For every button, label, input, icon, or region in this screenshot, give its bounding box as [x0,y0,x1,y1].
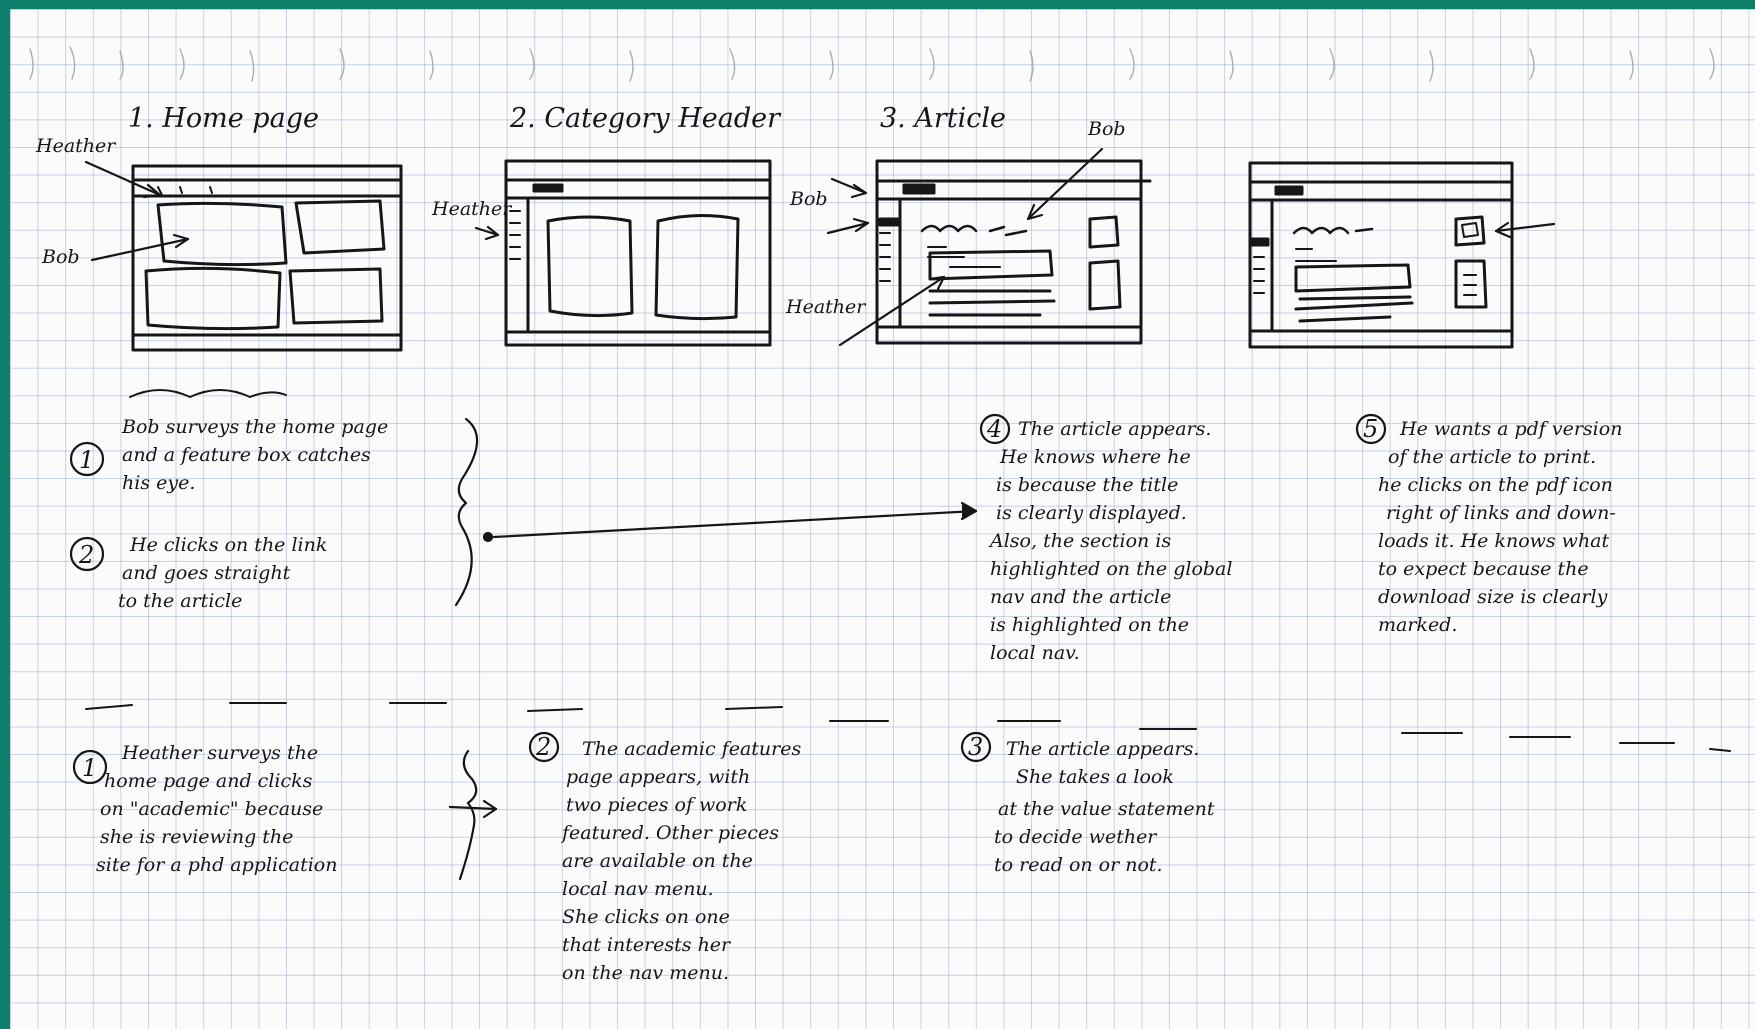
bob-note-4-line-2: He knows where he [999,446,1191,468]
heather-note-1-line-5: site for a phd application [96,854,337,876]
bob-note-5-line-3: he clicks on the pdf icon [1378,474,1613,496]
bob-note-4-line-3: is because the title [996,474,1178,496]
frame-3-label-bob: Bob [789,188,828,210]
bob-note-5-line-2: of the article to print. [1388,446,1596,468]
frame-3-article-sketch [875,159,1152,345]
bob-note-5-line-7: download size is clearly [1378,586,1608,608]
heather-note-3-line-3: at the value statement [998,798,1215,820]
bob-brace-and-arrow [454,417,978,607]
frame-1-title: 1. Home page [128,103,319,134]
bob-note-5-line-8: marked. [1378,614,1457,636]
storyboard-drawing: 1. Home page Heather Bob 2. Category Hea… [29,46,1731,984]
heather-note-2-line-5: are available on the [562,850,753,872]
bob-note-4-line-1: The article appears. [1018,418,1211,440]
heather-note-2-line-8: that interests her [562,934,732,956]
heather-note-2-line-2: page appears, with [566,766,750,788]
bob-note-1-line-2: and a feature box catches [122,444,371,466]
bob-note-4-line-8: is highlighted on the [990,614,1189,636]
heather-note-3-line-1: The article appears. [1006,738,1199,760]
bob-note-2-line-3: to the article [118,590,242,612]
frame-1-homepage-sketch [131,164,403,352]
heather-note-1-number: 1 [82,754,97,782]
heather-note-3-line-4: to decide wether [994,826,1158,848]
bob-note-4-number: 4 [986,415,1002,443]
frame-3-title: 3. Article [880,103,1006,134]
heather-brace-and-arrow [448,749,498,881]
bob-note-5-line-4: right of links and down- [1386,502,1616,524]
frame-4-arrow [1494,221,1556,239]
bob-note-2: 2 He clicks on the link and goes straigh… [69,534,327,612]
bob-note-5-number: 5 [1363,415,1378,443]
bob-note-1-line-1: Bob surveys the home page [121,416,388,438]
bob-note-2-line-1: He clicks on the link [129,534,327,556]
bob-note-2-line-2: and goes straight [122,562,291,584]
heather-note-2-line-4: featured. Other pieces [560,822,779,844]
heather-note-3-line-5: to read on or not. [994,854,1163,876]
bob-note-1: 1 Bob surveys the home page and a featur… [69,389,388,494]
heather-note-2-line-6: local nav menu. [562,878,714,900]
bob-note-5-line-1: He wants a pdf version [1399,418,1622,440]
heather-note-2-line-7: She clicks on one [562,906,730,928]
bob-note-4-line-4: is clearly displayed. [996,502,1187,524]
heather-note-3-number: 3 [968,733,983,761]
bob-note-5-line-5: loads it. He knows what [1378,530,1610,552]
heather-note-1-line-2: home page and clicks [104,770,313,792]
scribbled-out-text [129,389,287,398]
heather-note-2-line-3: two pieces of work [566,794,747,816]
frame-2-title: 2. Category Header [509,103,782,134]
bob-note-4: 4 The article appears. He knows where he… [979,413,1232,664]
heather-note-1-line-3: on "academic" because [100,798,323,820]
top-edge-marks [29,46,1715,82]
bob-note-4-line-9: local nav. [990,642,1080,664]
frame-3-arrows [826,147,1104,347]
heather-note-2-line-1: The academic features [582,738,801,760]
bob-note-1-number: 1 [79,446,94,474]
frame-1-arrows [84,160,190,262]
bob-note-1-line-3: his eye. [122,472,195,494]
heather-note-1-line-1: Heather surveys the [121,742,318,764]
bob-note-2-number: 2 [78,541,94,569]
frame-1-label-bob: Bob [41,246,80,268]
heather-note-2: 2 The academic features page appears, wi… [528,731,801,984]
frame-2-category-sketch [504,159,772,347]
bob-note-5: 5 He wants a pdf version of the article … [1355,413,1622,636]
frame-1-label-heather: Heather [35,135,117,157]
frame-2-arrow [474,225,500,241]
heather-note-2-line-9: on the nav menu. [562,962,729,984]
bob-note-4-line-7: nav and the article [990,586,1171,608]
bob-note-4-line-6: highlighted on the global [990,558,1232,580]
bob-note-5-line-6: to expect because the [1378,558,1589,580]
frame-3-label-heather: Heather [785,296,867,318]
bob-note-4-line-5: Also, the section is [988,530,1171,552]
storyboard-sheet: 1. Home page Heather Bob 2. Category Hea… [10,9,1755,1029]
frame-4-pdf-sketch [1248,161,1514,349]
heather-note-2-number: 2 [535,733,551,761]
frame-3-label-bob-title: Bob [1087,118,1126,140]
heather-note-1-line-4: she is reviewing the [100,826,293,848]
heather-note-3-line-2: She takes a look [1016,766,1174,788]
row-separator [85,702,1731,752]
frame-2-label-heather: Heather [431,198,513,220]
heather-note-3: 3 The article appears. She takes a look … [960,731,1215,876]
heather-note-1: 1 Heather surveys the home page and clic… [72,742,337,876]
